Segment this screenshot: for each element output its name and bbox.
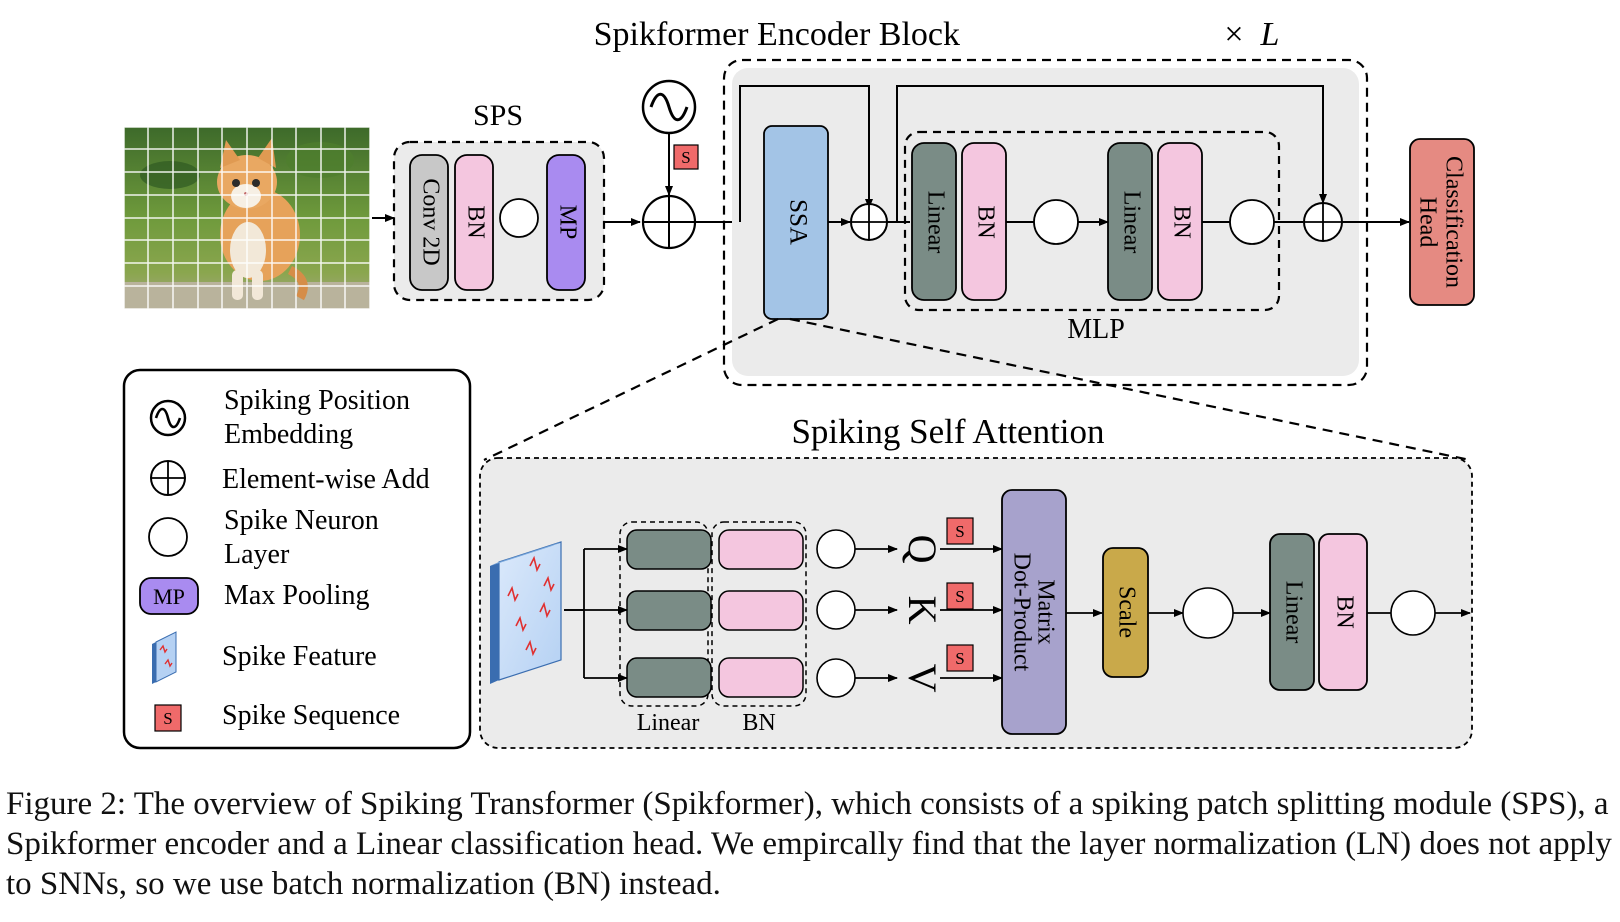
encoder-panel-outer	[722, 58, 1369, 387]
legend-label-3: Max Pooling	[224, 580, 369, 611]
mlp-label: MLP	[1067, 314, 1125, 345]
input-image	[123, 126, 371, 310]
matrix-dot-product-line1: Matrix	[1032, 579, 1058, 644]
mlp-bn-1-label: BN	[972, 205, 998, 238]
pe-add-icon	[641, 194, 697, 250]
legend-label-2-line2: Layer	[224, 539, 290, 570]
matrix-dot-product-block	[1001, 489, 1067, 735]
legend-label-4: Spike Feature	[222, 641, 377, 672]
svg-text:S: S	[163, 709, 172, 728]
legend-label-0-line1: Spiking Position	[224, 385, 410, 416]
sps-bn-block	[454, 154, 494, 291]
position-embedding-sine-icon	[641, 79, 697, 135]
legend-mp-icon: MP	[139, 577, 199, 615]
legend-spike-feature-icon	[152, 631, 177, 684]
ssa-label: SSA	[784, 199, 811, 245]
sps-conv2d-block	[409, 154, 449, 291]
legend-label-5: Spike Sequence	[222, 700, 400, 731]
residual-connection-1	[739, 85, 873, 222]
mlp-linear-2-block	[1107, 142, 1153, 301]
legend-label-2-line1: Spike Neuron	[224, 505, 379, 536]
mlp-spike-neuron-2	[1229, 199, 1275, 245]
v-bn-block	[718, 657, 804, 698]
spike-feature-input-icon	[490, 541, 562, 684]
ssa-bn-block	[1318, 533, 1368, 691]
spike-sequence-icon: S	[673, 144, 699, 170]
zoom-line-left	[483, 318, 779, 461]
v-linear-block	[626, 657, 712, 698]
ssa-spike-neuron-2	[1390, 590, 1436, 636]
mlp-bn-2-label: BN	[1168, 205, 1194, 238]
encoder-title-times: ×	[1224, 16, 1243, 53]
k-spike-sequence-icon: S	[946, 582, 974, 610]
v-spike-sequence-icon: S	[946, 644, 974, 672]
q-spike-neuron	[816, 529, 856, 569]
legend-add-icon	[150, 460, 186, 496]
k-label: K	[900, 596, 945, 625]
svg-text:S: S	[955, 649, 964, 668]
mlp-linear-2-label: Linear	[1118, 191, 1144, 254]
v-label: V	[900, 664, 945, 693]
encoder-add-1-icon	[850, 203, 888, 241]
zoom-line-right	[789, 317, 1471, 462]
encoder-add-2-icon	[1303, 202, 1343, 242]
ssa-linear-column-label: Linear	[637, 710, 700, 736]
scale-label: Scale	[1113, 586, 1139, 638]
figure-caption: Figure 2: The overview of Spiking Transf…	[6, 786, 1620, 902]
encoder-title-L: L	[1260, 16, 1280, 53]
architecture-diagram: Spikformer Encoder Block × L	[122, 16, 1475, 750]
classification-head-line2: Head	[1414, 197, 1440, 248]
ssa-bn-column-label: BN	[742, 710, 775, 736]
classification-head-line1: Classification	[1440, 156, 1466, 288]
q-linear-block	[626, 529, 712, 570]
q-label: Q	[900, 535, 945, 564]
legend-neuron-icon	[148, 517, 188, 557]
sps-bn-label: BN	[462, 205, 488, 238]
encoder-title: Spikformer Encoder Block	[594, 16, 960, 53]
legend-label-0-line2: Embedding	[224, 419, 353, 450]
svg-text:S: S	[955, 522, 964, 541]
ssa-linear-block	[1269, 533, 1315, 691]
legend-box	[122, 368, 472, 750]
legend-spike-sequence-icon: S	[154, 704, 182, 732]
v-spike-neuron	[816, 658, 856, 698]
matrix-dot-product-line2: Dot-Product	[1008, 553, 1034, 672]
k-spike-neuron	[816, 590, 856, 630]
k-linear-block	[626, 590, 712, 631]
ssa-spike-neuron-1	[1182, 587, 1234, 639]
sps-title: SPS	[473, 99, 523, 132]
legend-sine-icon	[149, 399, 187, 437]
sps-mp-block	[546, 154, 586, 291]
q-spike-sequence-icon: S	[946, 517, 974, 545]
ssa-detail-title: Spiking Self Attention	[791, 412, 1104, 451]
ssa-linear-label: Linear	[1280, 581, 1306, 644]
ssa-bn-label: BN	[1331, 595, 1357, 628]
classification-head-block	[1409, 138, 1475, 306]
mlp-panel	[903, 130, 1281, 312]
svg-text:MP: MP	[153, 584, 185, 609]
residual-connection-2	[896, 85, 1327, 222]
sps-conv2d-label: Conv 2D	[417, 178, 443, 265]
mlp-linear-1-label: Linear	[922, 191, 948, 254]
svg-text:S: S	[681, 148, 690, 167]
mlp-spike-neuron-1	[1033, 199, 1079, 245]
legend-label-1: Element-wise Add	[222, 464, 430, 495]
mlp-linear-1-block	[911, 142, 957, 301]
sps-spike-neuron	[499, 198, 539, 238]
svg-text:S: S	[955, 587, 964, 606]
ssa-bn-column	[711, 521, 807, 707]
sps-mp-label: MP	[554, 205, 580, 240]
k-bn-block	[718, 590, 804, 631]
q-bn-block	[718, 529, 804, 570]
